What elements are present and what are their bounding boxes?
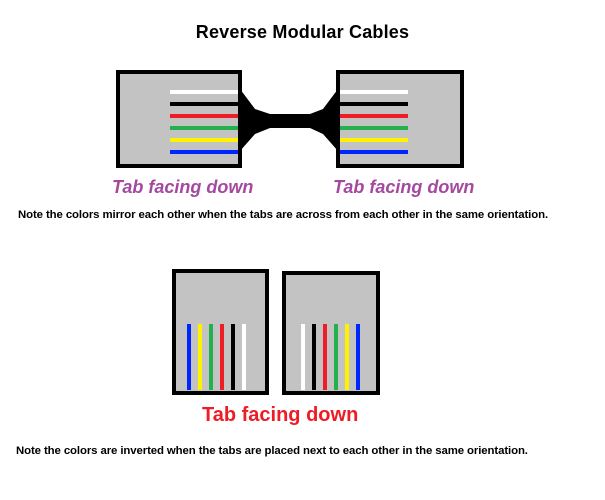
top-note: Note the colors mirror each other when t… <box>18 209 549 221</box>
top-left-wire-yellow <box>170 138 238 142</box>
top-left-tab-label: Tab facing down <box>112 177 254 197</box>
bottom-left-wire-green <box>209 324 213 390</box>
bottom-tab-label: Tab facing down <box>202 404 359 426</box>
bottom-note: Note the colors are inverted when the ta… <box>16 445 528 457</box>
top-right-tab-label: Tab facing down <box>333 177 475 197</box>
bottom-right-wire-blue <box>356 324 360 390</box>
bottom-left-wire-red <box>220 324 224 390</box>
bottom-left-wire-yellow <box>198 324 202 390</box>
top-left-connector <box>116 70 242 168</box>
bottom-left-wire-blue <box>187 324 191 390</box>
bottom-right-wire-black <box>312 324 316 390</box>
bottom-left-connector-wires <box>187 324 246 390</box>
top-right-wire-yellow <box>340 138 408 142</box>
top-left-wire-blue <box>170 150 238 154</box>
top-right-wire-black <box>340 102 408 106</box>
top-right-wire-green <box>340 126 408 130</box>
bottom-right-connector-body <box>282 271 380 395</box>
bottom-left-wire-white <box>242 324 246 390</box>
bottom-right-wire-white <box>301 324 305 390</box>
top-left-wire-green <box>170 126 238 130</box>
top-right-connector <box>336 70 464 168</box>
top-right-wire-white <box>340 90 408 94</box>
page-title: Reverse Modular Cables <box>195 22 410 42</box>
top-left-wire-red <box>170 114 238 118</box>
left-strain-relief <box>240 89 270 151</box>
bottom-left-connector <box>172 269 269 395</box>
bottom-right-wire-green <box>334 324 338 390</box>
top-left-wire-black <box>170 102 238 106</box>
top-left-wire-white <box>170 90 238 94</box>
top-right-wire-blue <box>340 150 408 154</box>
top-right-connector-wires <box>340 90 408 154</box>
bottom-right-connector-wires <box>301 324 360 390</box>
cable <box>240 89 355 151</box>
top-left-connector-wires <box>170 90 238 154</box>
bottom-left-wire-black <box>231 324 235 390</box>
right-strain-relief <box>310 89 338 151</box>
bottom-right-connector <box>282 271 380 395</box>
bottom-right-wire-yellow <box>345 324 349 390</box>
bottom-right-wire-red <box>323 324 327 390</box>
top-right-wire-red <box>340 114 408 118</box>
